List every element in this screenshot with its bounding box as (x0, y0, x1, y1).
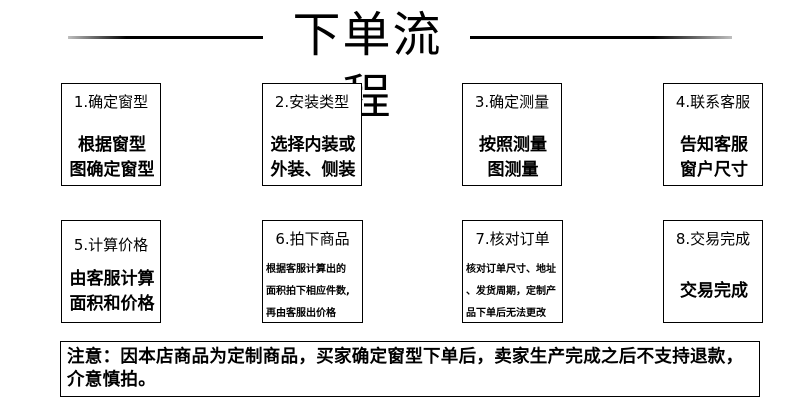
step-description: 根据窗型 图确定窗型 (69, 135, 155, 180)
step-label: 4.联系客服 (675, 93, 751, 111)
step-card-3: 3.确定测量 按照测量 图测量 (462, 83, 562, 186)
step-description: 告知客服 窗户尺寸 (680, 135, 748, 180)
step-description: 核对订单尺寸、地址 、发货周期，定制产 品下单后无法更改 (466, 264, 556, 319)
step-card-4: 4.联系客服 告知客服 窗户尺寸 (663, 83, 763, 186)
step-label: 7.核对订单 (475, 230, 550, 248)
step-card-7: 7.核对订单 核对订单尺寸、地址 、发货周期，定制产 品下单后无法更改 (462, 220, 563, 323)
step-card-6: 6.拍下商品 根据客服计算出的 面积拍下相应件数, 再由客服出价格 (262, 220, 363, 323)
step-description: 根据客服计算出的 面积拍下相应件数, 再由客服出价格 (266, 264, 350, 319)
step-description: 按照测量 图测量 (479, 135, 547, 180)
step-card-5: 5.计算价格 由客服计算 面积和价格 (61, 220, 161, 323)
title-divider-left (68, 36, 263, 39)
title-divider-right (470, 36, 732, 39)
step-description: 选择内装或 外装、侧装 (270, 135, 356, 180)
step-card-1: 1.确定窗型 根据窗型 图确定窗型 (61, 83, 161, 186)
step-label: 1.确定窗型 (73, 93, 149, 111)
step-label: 6.拍下商品 (275, 230, 350, 248)
step-label: 5.计算价格 (73, 236, 149, 254)
step-description: 由客服计算 面积和价格 (69, 269, 155, 314)
step-label: 8.交易完成 (675, 230, 751, 248)
step-card-8: 8.交易完成 交易完成 (663, 220, 763, 323)
page-title: 下单流程 (292, 7, 443, 125)
notice-box: 注意：因本店商品为定制商品，买家确定窗型下单后，卖家生产完成之后不支持退款，介意… (60, 341, 760, 397)
step-card-2: 2.安装类型 选择内装或 外装、侧装 (262, 83, 362, 186)
step-label: 3.确定测量 (474, 93, 550, 111)
step-description: 交易完成 (680, 281, 748, 301)
step-label: 2.安装类型 (274, 93, 350, 111)
page-header: 下单流程 (0, 0, 800, 125)
